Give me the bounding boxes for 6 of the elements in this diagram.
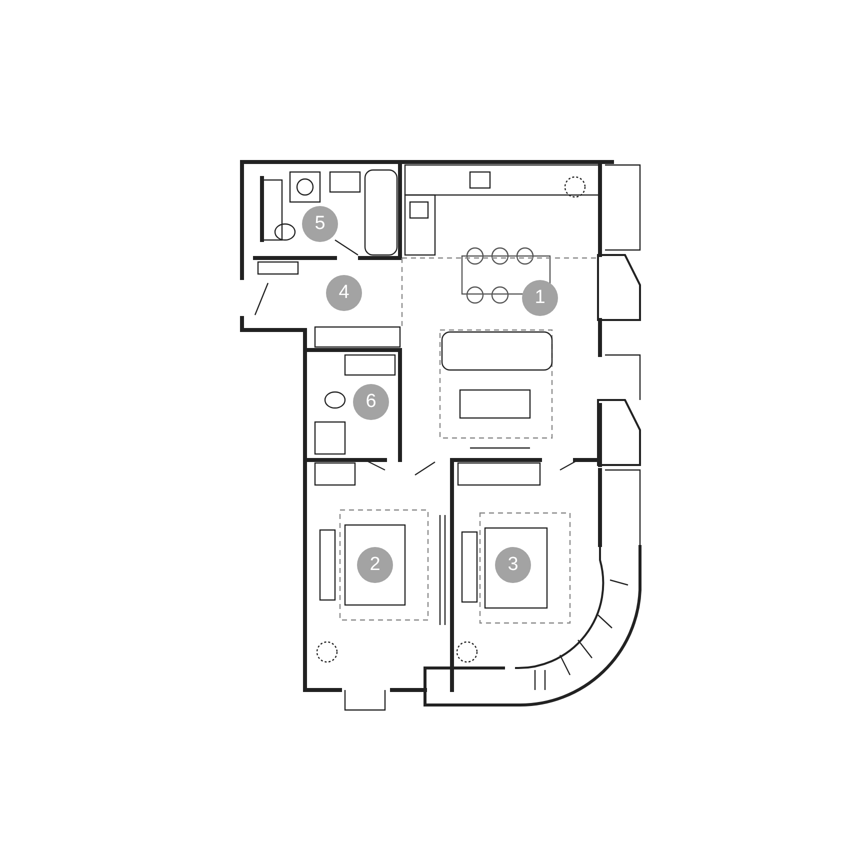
room-number: 1: [522, 280, 558, 316]
room-number: 2: [357, 547, 393, 583]
room-number: 6: [353, 384, 389, 420]
room-number: 5: [302, 206, 338, 242]
room-number: 4: [326, 275, 362, 311]
room-number: 3: [495, 547, 531, 583]
